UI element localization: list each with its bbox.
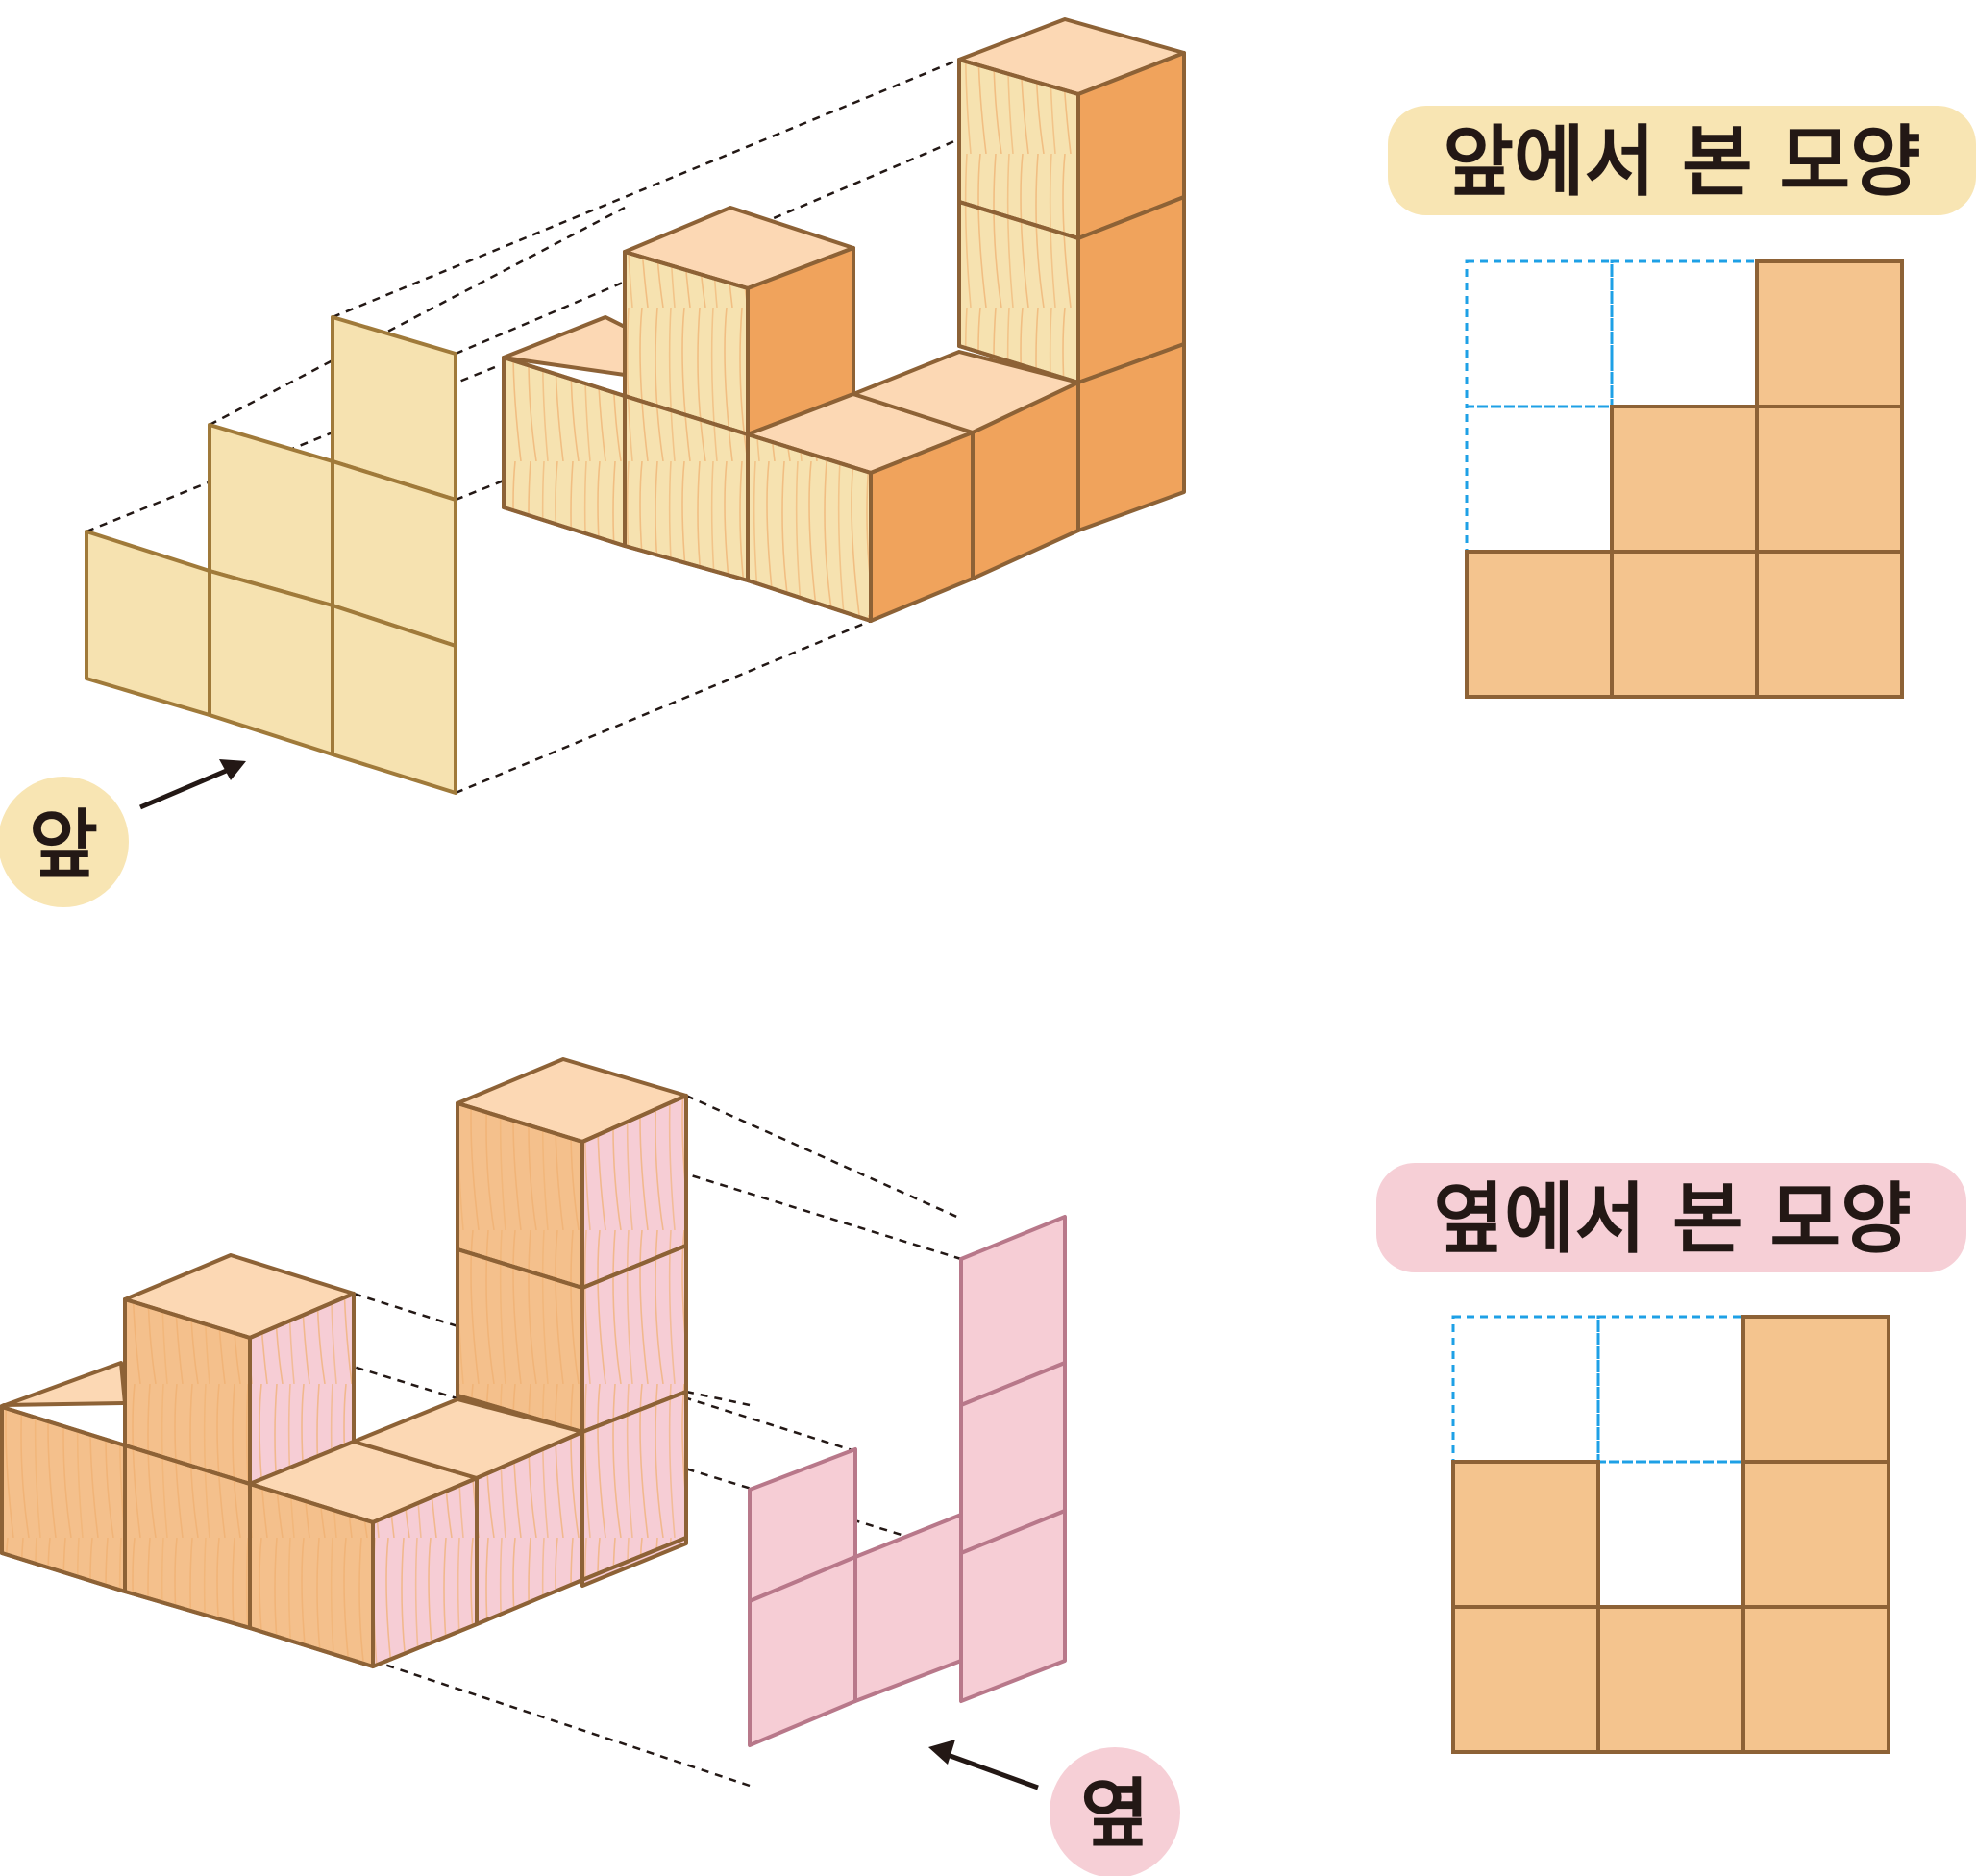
grid-guide-cell [1596, 1315, 1745, 1464]
side-direction-arrow [928, 1740, 1039, 1790]
grid-filled-cell [1755, 405, 1904, 554]
grid-guide-cell [1451, 1315, 1600, 1464]
grid-filled-cell [1451, 1605, 1600, 1754]
side-view-grid [1451, 1315, 1890, 1754]
grid-guide-cell [1610, 259, 1759, 408]
grid-guide-cell [1465, 405, 1614, 554]
side-projected-face [748, 1215, 1067, 1747]
grid-filled-cell [1755, 259, 1904, 408]
front-direction-arrow [139, 759, 246, 810]
front-direction-label: 앞 [29, 802, 98, 889]
grid-filled-cell [1596, 1605, 1745, 1754]
side-cube-structure [0, 1057, 688, 1668]
grid-filled-cell [1741, 1315, 1890, 1464]
side-direction-badge [1050, 1747, 1180, 1876]
grid-filled-cell [1610, 405, 1759, 554]
grid-filled-cell [1451, 1460, 1600, 1609]
front-view-grid [1465, 259, 1904, 699]
grid-guide-cell [1596, 1460, 1745, 1609]
side-view-diagram: 옆 [0, 1057, 1180, 1876]
side-direction-label: 옆 [1080, 1771, 1149, 1858]
front-cube-structure [502, 17, 1186, 623]
front-direction-badge [0, 777, 129, 907]
front-projected-face [85, 315, 457, 795]
grid-filled-cell [1610, 550, 1759, 699]
grid-filled-cell [1755, 550, 1904, 699]
side-view-title: 옆에서 본 모양 [1376, 1163, 1966, 1272]
front-view-title: 앞에서 본 모양 [1388, 106, 1976, 215]
grid-filled-cell [1741, 1605, 1890, 1754]
side-view-title-text: 옆에서 본 모양 [1433, 1174, 1911, 1264]
grid-guide-cell [1465, 259, 1614, 408]
grid-filled-cell [1741, 1460, 1890, 1609]
grid-filled-cell [1465, 550, 1614, 699]
front-view-title-text: 앞에서 본 모양 [1443, 117, 1920, 207]
front-view-diagram: 앞 [0, 17, 1186, 907]
